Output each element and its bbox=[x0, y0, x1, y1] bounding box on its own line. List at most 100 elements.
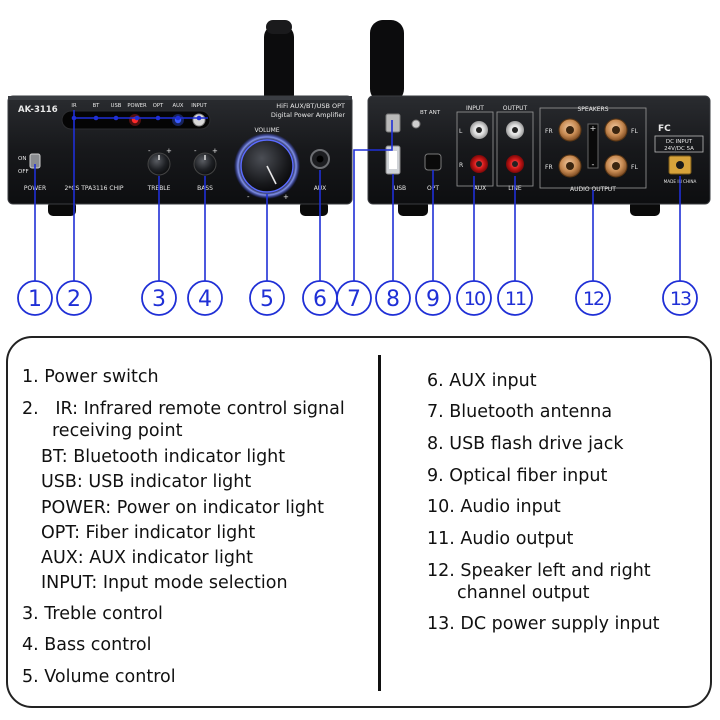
bass-minus: - bbox=[194, 147, 197, 155]
legend-item-aux: AUX: AUX indicator light bbox=[41, 548, 253, 568]
legend-item-3: 3. Treble control bbox=[22, 604, 163, 624]
callout-circle-11 bbox=[497, 280, 533, 316]
legend-item-4: 4. Bass control bbox=[22, 635, 152, 655]
legend-item-10: 10. Audio input bbox=[427, 497, 561, 517]
callout-circle-9 bbox=[415, 280, 451, 316]
usb-label: USB bbox=[394, 185, 406, 192]
dc-spec-label: 24V/DC 5A bbox=[664, 146, 694, 152]
fr-label-bottom: FR bbox=[545, 164, 553, 171]
speaker-terminals[interactable] bbox=[558, 118, 628, 178]
output-label: OUTPUT bbox=[503, 105, 528, 112]
volume-minus: - bbox=[247, 193, 250, 201]
subtitle-line-1: HiFi AUX/BT/USB OPT bbox=[276, 102, 345, 110]
legend-box bbox=[6, 336, 712, 708]
optical-port[interactable] bbox=[424, 153, 442, 171]
fr-label-top: FR bbox=[545, 128, 553, 135]
fl-label-bottom: FL bbox=[631, 164, 638, 171]
legend-item-12-cont: channel output bbox=[457, 583, 590, 603]
callout-number-10: 10 bbox=[464, 288, 485, 310]
bt-ant-label: BT ANT bbox=[420, 110, 441, 116]
callout-number-7: 7 bbox=[347, 287, 361, 312]
callout-number-6: 6 bbox=[313, 287, 327, 312]
bluetooth-antenna-icon bbox=[370, 20, 404, 102]
indicator-usb: USB bbox=[111, 103, 122, 109]
legend-item-1: 1. Power switch bbox=[22, 367, 159, 387]
antenna-connector[interactable] bbox=[385, 113, 401, 133]
r-label: R bbox=[459, 162, 463, 169]
callout-number-9: 9 bbox=[426, 287, 440, 312]
callout-number-2: 2 bbox=[67, 287, 81, 312]
indicator-power: POWER bbox=[127, 103, 147, 109]
callout-number-1: 1 bbox=[28, 287, 42, 312]
input-label: INPUT bbox=[466, 105, 484, 112]
subtitle-line-2: Digital Power Amplifier bbox=[271, 111, 345, 119]
switch-off-label: OFF bbox=[18, 169, 29, 175]
indicator-opt: OPT bbox=[153, 103, 164, 109]
callout-dots bbox=[71, 115, 202, 121]
bass-plus: + bbox=[212, 147, 218, 155]
callout-number-12: 12 bbox=[583, 288, 604, 310]
callout-circle-2 bbox=[56, 280, 92, 316]
speakers-label: SPEAKERS bbox=[577, 106, 608, 113]
indicator-bt: BT bbox=[93, 103, 101, 109]
terminal-minus: - bbox=[592, 160, 595, 169]
legend-item-2-cont: receiving point bbox=[52, 421, 183, 441]
legend-item-opt: OPT: Fiber indicator light bbox=[41, 523, 256, 543]
treble-knob[interactable] bbox=[147, 152, 171, 176]
switch-on-label: ON bbox=[18, 156, 26, 162]
indicator-input: INPUT bbox=[191, 103, 207, 109]
legend-item-bt: BT: Bluetooth indicator light bbox=[41, 447, 286, 467]
dc-input-frame bbox=[654, 135, 704, 153]
callout-circle-13 bbox=[662, 280, 698, 316]
indicator-ir: IR bbox=[71, 103, 77, 109]
callout-number-8: 8 bbox=[386, 287, 400, 312]
callout-circle-10 bbox=[456, 280, 492, 316]
callout-circle-5 bbox=[249, 280, 285, 316]
dc-input-label: DC INPUT bbox=[666, 139, 693, 145]
chip-label: 2*CS TPA3116 CHIP bbox=[65, 185, 124, 192]
callout-circle-4 bbox=[187, 280, 223, 316]
fc-mark: FC bbox=[658, 124, 671, 134]
legend-item-13: 13. DC power supply input bbox=[427, 614, 660, 634]
legend-item-input: INPUT: Input mode selection bbox=[41, 573, 288, 593]
callout-circle-1 bbox=[17, 280, 53, 316]
callout-number-5: 5 bbox=[260, 287, 274, 312]
input-frame bbox=[456, 111, 494, 187]
bass-knob[interactable] bbox=[193, 152, 217, 176]
l-label: L bbox=[459, 128, 463, 135]
legend-item-5: 5. Volume control bbox=[22, 667, 176, 687]
legend-item-12: 12. Speaker left and right bbox=[427, 561, 651, 581]
callout-number-13: 13 bbox=[670, 288, 691, 310]
speakers-frame bbox=[539, 107, 647, 189]
callout-numbers: 1 2 3 4 5 6 7 8 9 10 11 12 13 bbox=[28, 287, 693, 312]
treble-minus: - bbox=[148, 147, 151, 155]
legend-item-6: 6. AUX input bbox=[427, 371, 537, 391]
callout-lines bbox=[34, 110, 681, 281]
callout-number-4: 4 bbox=[198, 287, 212, 312]
legend-item-power: POWER: Power on indicator light bbox=[41, 498, 324, 518]
callout-circle-8 bbox=[375, 280, 411, 316]
callout-circles bbox=[17, 280, 698, 316]
callout-number-3: 3 bbox=[152, 287, 166, 312]
callout-circle-7 bbox=[336, 280, 372, 316]
legend-item-9: 9. Optical fiber input bbox=[427, 466, 608, 486]
aux-back-label: AUX bbox=[474, 185, 487, 192]
terminal-plus: + bbox=[590, 124, 597, 133]
legend-item-7: 7. Bluetooth antenna bbox=[427, 402, 613, 422]
legend-item-11: 11. Audio output bbox=[427, 529, 574, 549]
callout-number-11: 11 bbox=[505, 288, 526, 310]
volume-plus: + bbox=[283, 193, 289, 201]
back-panel bbox=[367, 20, 711, 216]
callout-circle-3 bbox=[141, 280, 177, 316]
model-label: AK-3116 bbox=[18, 105, 58, 115]
product-diagram: AK-3116 HiFi AUX/BT/USB OPT Digital Powe… bbox=[7, 20, 711, 316]
indicator-aux: AUX bbox=[173, 103, 184, 109]
volume-label: VOLUME bbox=[254, 127, 279, 134]
legend-item-usb: USB: USB indicator light bbox=[41, 472, 252, 492]
audio-output-label: AUDIO OUTPUT bbox=[570, 186, 616, 193]
treble-plus: + bbox=[166, 147, 172, 155]
front-antenna-icon bbox=[264, 25, 294, 107]
legend-item-8: 8. USB flash drive jack bbox=[427, 434, 624, 454]
legend-item-2: 2. IR: Infrared remote control signal bbox=[22, 399, 345, 419]
fl-label-top: FL bbox=[631, 128, 638, 135]
